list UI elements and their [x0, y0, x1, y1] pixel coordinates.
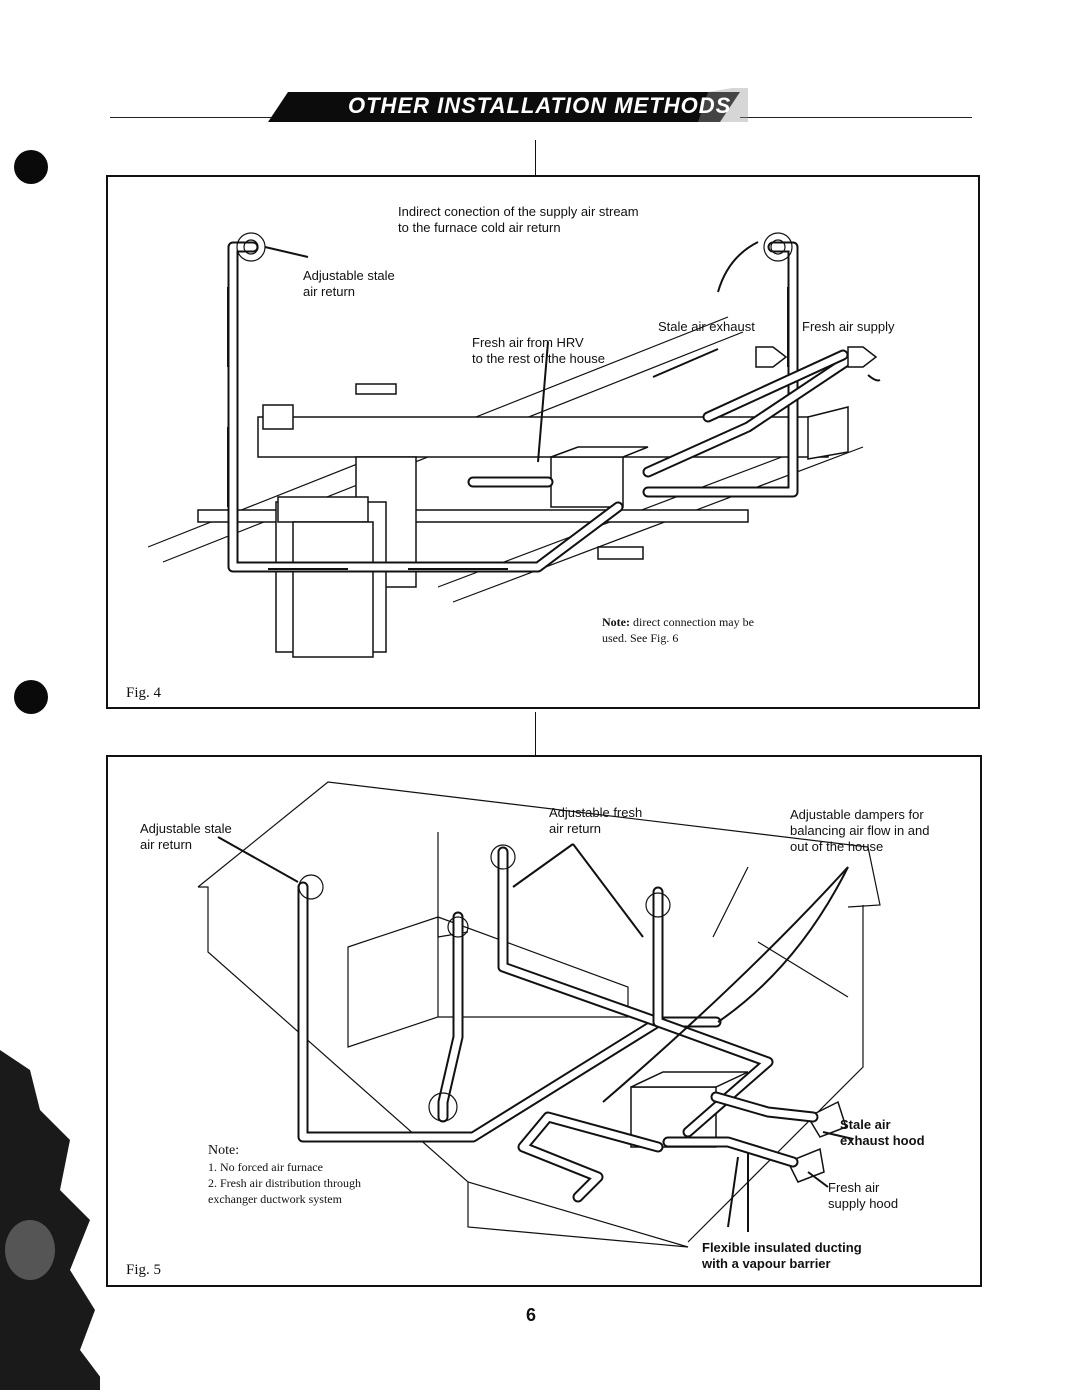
fig5-label-dampers: Adjustable dampers for balancing air flo…	[790, 807, 930, 854]
fig4-label-fresh-supply: Fresh air supply	[802, 319, 895, 334]
section-banner: OTHER INSTALLATION METHODS	[268, 88, 748, 124]
page-number: 6	[526, 1305, 537, 1325]
fig4-label-adjustable-stale: Adjustable stale air return	[303, 268, 395, 299]
fig5-label-stale-exhaust-hood: Stale air exhaust hood	[840, 1117, 925, 1148]
fig4-label-indirect: Indirect conection of the supply air str…	[398, 204, 639, 235]
figure-4-diagram	[147, 232, 881, 658]
figure-4-frame: Indirect conection of the supply air str…	[106, 175, 980, 709]
header-rule-left	[110, 117, 300, 118]
fig5-note-heading: Note:	[208, 1143, 240, 1158]
fig4-label-stale-exhaust: Stale air exhaust	[658, 319, 755, 334]
header-rule-right	[740, 117, 972, 118]
fig4-note: Note: direct connection may be used. See…	[602, 614, 754, 646]
fig5-note-item-1: 1. No forced air furnace	[208, 1160, 323, 1174]
fig4-caption: Fig. 4	[126, 685, 162, 701]
fig5-label-fresh-supply-hood: Fresh air supply hood	[828, 1180, 899, 1211]
scan-edge-shadow	[0, 1050, 100, 1390]
fig4-label-fresh-from-hrv: Fresh air from HRV to the rest of the ho…	[472, 335, 605, 366]
fig4-note-text: direct connection may be used. See Fig. …	[602, 615, 754, 645]
connector-line	[535, 140, 536, 175]
figure-5-diagram	[197, 781, 881, 1248]
binder-hole-middle	[14, 680, 48, 714]
fig5-label-adjustable-fresh: Adjustable fresh air return	[549, 805, 643, 836]
fig5-caption: Fig. 5	[126, 1262, 162, 1278]
fig5-label-adjustable-stale: Adjustable stale air return	[140, 821, 232, 852]
binder-hole-top	[14, 150, 48, 184]
figure-5-frame: Adjustable stale air return Adjustable f…	[106, 755, 982, 1287]
fig4-note-heading: Note:	[602, 615, 630, 629]
fig5-note-item-2: 2. Fresh air distribution through exchan…	[208, 1176, 361, 1206]
fig5-note: Note: 1. No forced air furnace 2. Fresh …	[208, 1143, 361, 1207]
fig5-label-flexible-ducting: Flexible insulated ducting with a vapour…	[702, 1240, 862, 1271]
page-title: OTHER INSTALLATION METHODS	[348, 93, 732, 118]
connector-line-2	[535, 712, 536, 756]
